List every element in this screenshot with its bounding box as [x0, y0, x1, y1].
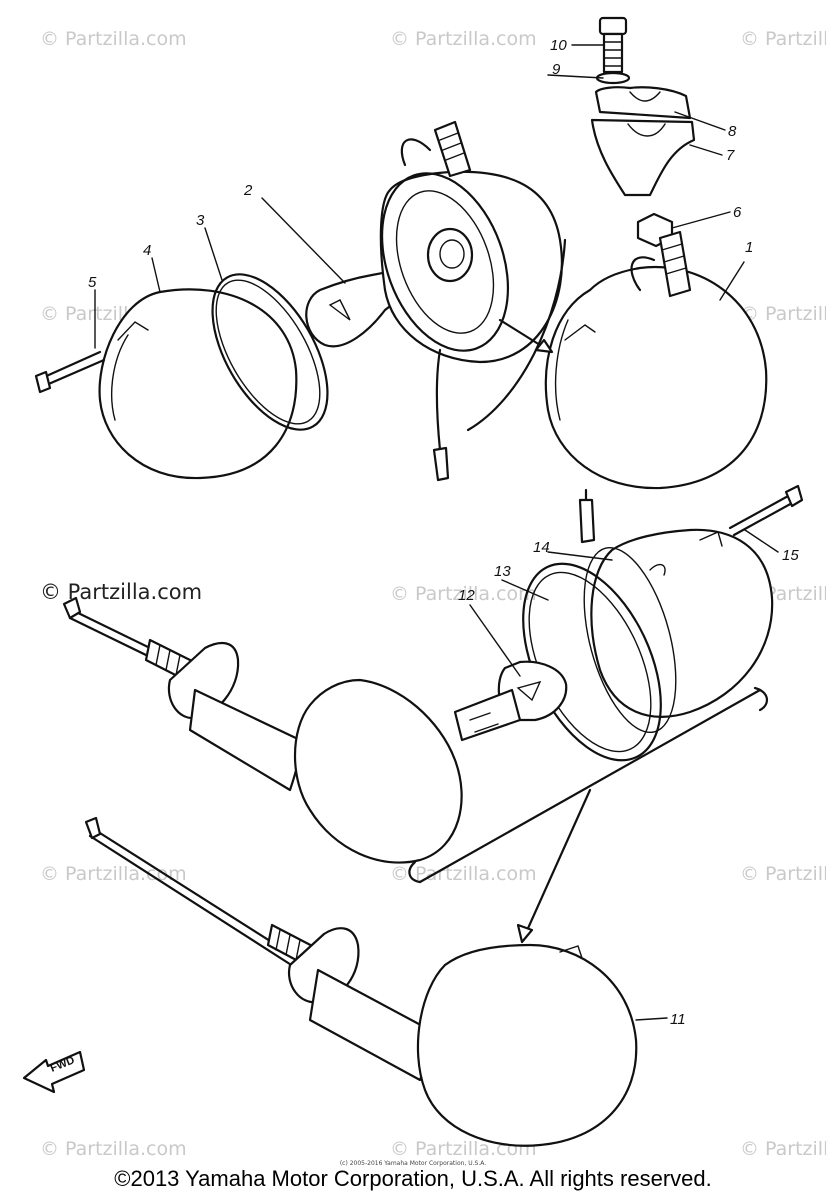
arrow-line — [523, 788, 592, 937]
gasket-upper — [211, 273, 329, 431]
housing-upper — [379, 120, 567, 482]
watermark: © Partzilla.com — [390, 28, 537, 50]
arrow-head — [534, 338, 554, 354]
watermark: © Partzilla.com — [40, 28, 187, 50]
lens-lower — [583, 528, 774, 734]
callout-4: 4 — [143, 242, 151, 259]
bracket — [590, 118, 696, 197]
watermark: © Partzilla.com — [740, 863, 826, 885]
callout-12: 12 — [458, 587, 475, 604]
callout-1: 1 — [745, 239, 753, 256]
fwd-arrow-icon: FWD — [22, 1050, 86, 1094]
bulb-lower — [453, 660, 568, 742]
turn-signal-assembly-11 — [84, 816, 638, 1147]
turn-signal-stalk-middle — [62, 596, 463, 864]
bracket-cap — [594, 86, 692, 120]
bolt — [598, 16, 628, 74]
watermark: © Partzilla.com — [40, 1138, 187, 1160]
bracket-outline — [408, 860, 422, 884]
callout-6: 6 — [733, 204, 742, 221]
watermark-layer: © Partzilla.com © Partzilla.com © Partzi… — [40, 28, 826, 1160]
callout-13: 13 — [494, 563, 511, 580]
screw-upper — [34, 350, 106, 394]
callout-labels: 1 2 3 4 5 6 7 8 9 10 11 12 13 14 15 — [88, 37, 799, 1028]
arrow-head — [516, 923, 534, 944]
callout-7: 7 — [726, 147, 735, 164]
callout-10: 10 — [550, 37, 567, 54]
callout-11: 11 — [670, 1011, 686, 1028]
leader-lines — [94, 44, 779, 1021]
copyright-notice: ©2013 Yamaha Motor Corporation, U.S.A. A… — [114, 1166, 712, 1191]
callout-5: 5 — [88, 274, 97, 291]
watermark: © Partzilla.com — [740, 303, 826, 325]
bracket-outline — [418, 688, 762, 884]
lens-upper — [98, 288, 298, 480]
tiny-copyright: (c) 2005-2016 Yamaha Motor Corporation, … — [339, 1160, 487, 1167]
turn-signal-assembly-1 — [544, 230, 768, 544]
callout-15: 15 — [782, 547, 799, 564]
watermark: © Partzilla.com — [740, 28, 826, 50]
partzilla-watermark: © Partzilla.com — [40, 580, 203, 604]
bracket-outline — [753, 686, 768, 712]
callout-3: 3 — [196, 212, 205, 229]
watermark: © Partzilla.com — [740, 1138, 826, 1160]
callout-9: 9 — [552, 61, 561, 78]
watermark: © Partzilla.com — [390, 583, 537, 605]
callout-14: 14 — [533, 539, 550, 556]
screw-lower — [728, 484, 804, 537]
callout-2: 2 — [243, 182, 253, 199]
callout-8: 8 — [728, 123, 737, 140]
watermark: © Partzilla.com — [40, 863, 187, 885]
